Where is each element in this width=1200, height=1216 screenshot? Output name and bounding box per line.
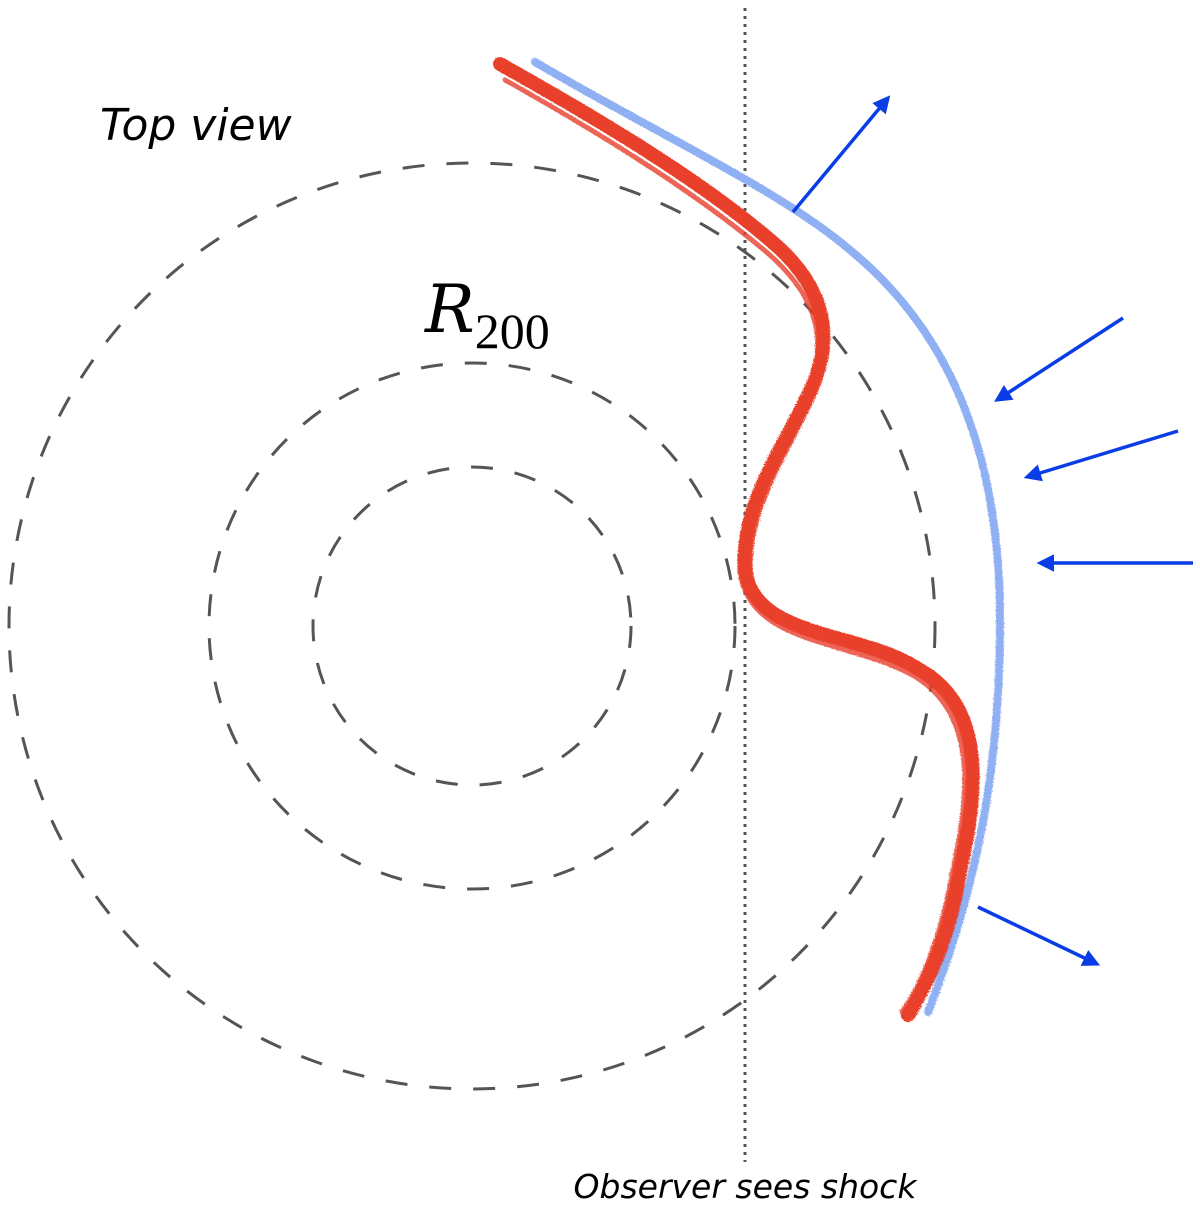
observer-label: Observer sees shock xyxy=(574,1167,919,1206)
inner-shock-strand xyxy=(502,77,968,1015)
r200-symbol: R xyxy=(424,271,475,348)
inner-shock-strand xyxy=(512,67,980,1013)
flow-arrows xyxy=(791,95,1193,966)
inflow-arrow-1 xyxy=(994,316,1124,402)
inner-shock-strand xyxy=(493,57,980,1022)
r200-label: R200 xyxy=(424,271,550,359)
inner-shock xyxy=(493,57,980,1022)
radius-circles xyxy=(7,161,937,1091)
outflow-arrow-top xyxy=(791,95,891,214)
outer-shock xyxy=(531,58,1005,1016)
title-label: Top view xyxy=(100,100,293,151)
outflow-arrow-bottom xyxy=(977,905,1101,966)
middle-radius-circle xyxy=(207,361,737,891)
r200-subscript: 200 xyxy=(475,303,550,359)
inflow-arrow-2 xyxy=(1023,429,1179,482)
r200-circle xyxy=(7,161,937,1091)
inner-radius-circle xyxy=(311,465,633,787)
